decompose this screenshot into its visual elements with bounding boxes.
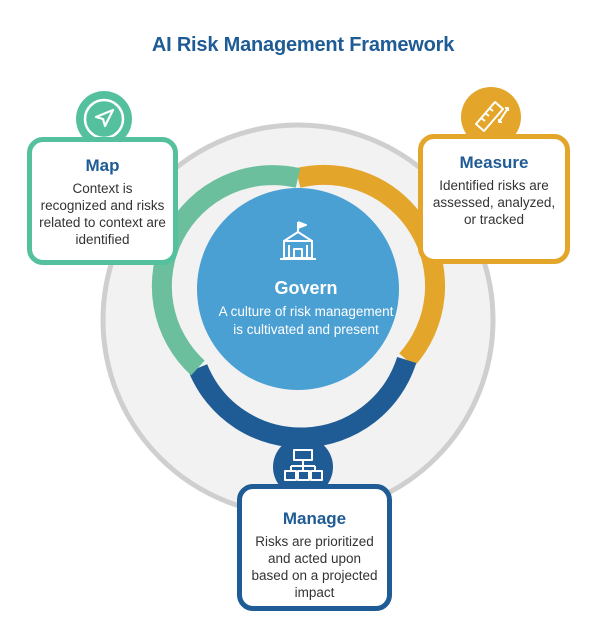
govern-text: Govern A culture of risk management is c… — [218, 278, 394, 339]
ruler-icon — [475, 101, 509, 132]
measure-title: Measure — [459, 153, 529, 172]
manage-card: Manage Risks are prioritized and acted u… — [237, 484, 392, 611]
map-title: Map — [85, 156, 120, 175]
measure-card: Measure Identified risks are assessed, a… — [418, 134, 570, 264]
measure-description: Identified risks are assessed, analyzed,… — [432, 178, 556, 227]
hierarchy-icon — [284, 449, 323, 481]
page-title: AI Risk Management Framework — [151, 34, 455, 56]
map-description: Context is recognized and risks related … — [39, 181, 166, 247]
manage-title: Manage — [282, 509, 347, 528]
measure-badge — [461, 87, 521, 147]
manage-description: Risks are prioritized and acted upon bas… — [251, 534, 378, 600]
govern-description: A culture of risk management is cultivat… — [218, 304, 394, 337]
map-card: Map Context is recognized and risks rela… — [27, 137, 178, 265]
school-building-icon — [280, 221, 316, 260]
navigation-arrow-icon — [94, 108, 115, 128]
govern-title: Govern — [274, 278, 338, 298]
govern-core — [197, 188, 399, 390]
